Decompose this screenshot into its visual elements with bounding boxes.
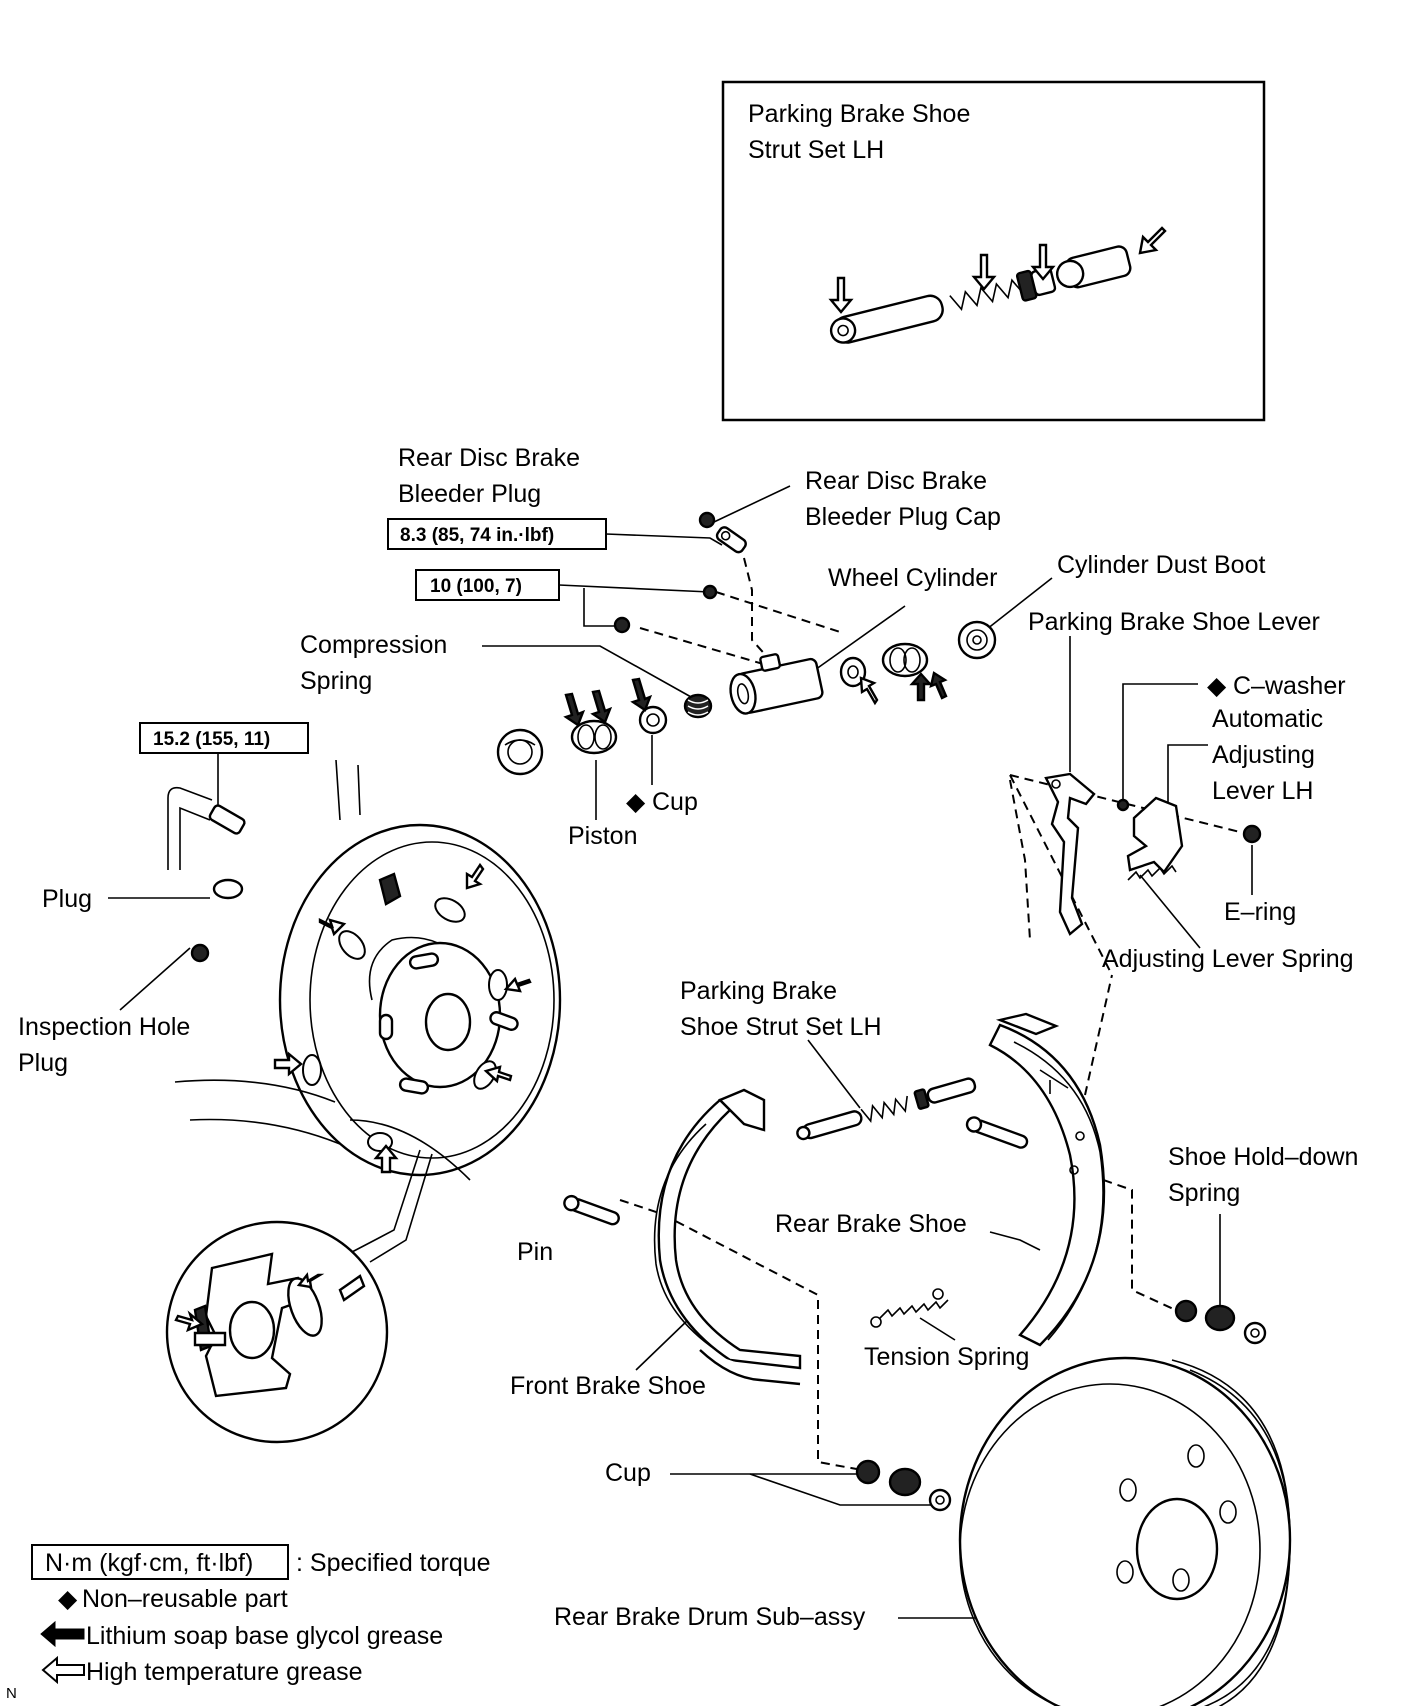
- parking-lever-assembly: [1044, 772, 1262, 936]
- shoe-holddown-label-2: Spring: [1168, 1179, 1240, 1207]
- diamond-icon: ◆: [58, 1585, 78, 1613]
- torque-box-brake-line: [415, 569, 560, 601]
- bleeder-plug-label-1: Rear Disc Brake: [398, 444, 580, 472]
- auto-adjust-label-2: Adjusting: [1212, 741, 1315, 769]
- inset-strut-drawing: [829, 245, 1132, 344]
- brake-tube: [167, 786, 246, 870]
- cylinder-dust-boot-label: Cylinder Dust Boot: [1057, 551, 1265, 579]
- backing-plate-assembly: [165, 759, 562, 1444]
- tension-spring-part: [870, 1288, 949, 1328]
- legend-high-temp-grease: High temperature grease: [86, 1658, 363, 1686]
- rear-brake-drum-part: [958, 1356, 1292, 1706]
- strut-set-label-1: Parking Brake: [680, 977, 837, 1005]
- adjusting-lever-spring-label: Adjusting Lever Spring: [1102, 945, 1354, 973]
- c-washer-part: [1116, 798, 1130, 812]
- cup-top-diamond: ◆: [626, 788, 646, 816]
- strut-set-inset: Parking Brake Shoe Strut Set LH: [721, 80, 1266, 422]
- inspection-hole-label-2: Plug: [18, 1049, 68, 1077]
- piston-left: [570, 719, 618, 755]
- front-brake-shoe-part: [653, 1088, 802, 1386]
- inset-frame: [721, 80, 1266, 422]
- brake-line-nut-2: [613, 616, 631, 634]
- inspection-hole-label-1: Inspection Hole: [18, 1013, 190, 1041]
- bleeder-plug-cap-part: [698, 511, 716, 529]
- rear-shoe-pin-part: [965, 1116, 1029, 1149]
- plug-label: Plug: [42, 885, 92, 913]
- torque-box-tube-union: [139, 722, 309, 754]
- compression-spring-label-2: Spring: [300, 667, 372, 695]
- wheel-cylinder-assembly: [496, 511, 997, 776]
- legend-torque-desc: : Specified torque: [296, 1549, 491, 1577]
- inset-title-line2: Strut Set LH: [748, 136, 884, 164]
- e-ring-part: [1242, 824, 1262, 844]
- holddown-right: [1174, 1299, 1267, 1345]
- shoe-holddown-label-1: Shoe Hold–down: [1168, 1143, 1358, 1171]
- plug-part: [212, 878, 244, 900]
- backing-plate-arrows: [273, 862, 532, 1174]
- compression-spring-part: [683, 693, 713, 719]
- solid-arrow-icon: [40, 1620, 85, 1648]
- cup-right: [839, 656, 867, 688]
- cup-left: [638, 705, 668, 735]
- hollow-arrow-icon: [41, 1655, 85, 1685]
- torque-tube-union: 15.2 (155, 11): [153, 729, 270, 750]
- front-shoe-pin-part: [563, 1194, 620, 1226]
- bleeder-plug-label-2: Bleeder Plug: [398, 480, 541, 508]
- parking-brake-shoe-lever-part: [1044, 772, 1096, 936]
- torque-box-bleeder: [387, 518, 607, 550]
- holddown-left: [855, 1459, 952, 1512]
- inset-title-line1: Parking Brake Shoe: [748, 100, 970, 128]
- rear-brake-shoe-label: Rear Brake Shoe: [775, 1210, 967, 1238]
- rear-brake-drum-label: Rear Brake Drum Sub–assy: [554, 1603, 866, 1631]
- auto-adjust-lever-part: [1126, 796, 1184, 874]
- legend-non-reusable: Non–reusable part: [82, 1585, 288, 1613]
- cup-bottom-label: Cup: [605, 1459, 651, 1487]
- legend-lithium-grease: Lithium soap base glycol grease: [86, 1622, 443, 1650]
- auto-adjust-label-1: Automatic: [1212, 705, 1323, 733]
- torque-bleeder-plug: 8.3 (85, 74 in.·lbf): [400, 525, 554, 546]
- dust-boot-left: [496, 728, 544, 776]
- inspection-hole-plug-part: [190, 943, 210, 963]
- tension-spring-label: Tension Spring: [864, 1343, 1029, 1371]
- corner-mark: N: [6, 1685, 17, 1702]
- rear-brake-shoe-part: [988, 1012, 1106, 1347]
- cylinder-grease-arrows: [563, 671, 948, 727]
- dust-boot-right: [957, 620, 997, 660]
- plate-grease-pads: [302, 897, 508, 1152]
- adjusting-lever-spring-part: [1127, 864, 1177, 881]
- brake-shoes-assembly: [563, 1012, 1267, 1512]
- legend-torque-unit: N·m (kgf·cm, ft·lbf): [45, 1549, 253, 1577]
- piston-right: [881, 642, 929, 678]
- bleeder-cap-label-2: Bleeder Plug Cap: [805, 503, 1001, 531]
- bleeder-plug-part: [715, 526, 747, 554]
- torque-brake-line: 10 (100, 7): [430, 576, 522, 597]
- backing-plate: [174, 759, 562, 1181]
- c-washer-diamond: ◆: [1207, 672, 1227, 700]
- wheel-cylinder-label: Wheel Cylinder: [828, 564, 998, 592]
- e-ring-label: E–ring: [1224, 898, 1296, 926]
- strut-set-part: [796, 1077, 977, 1141]
- legend: N·m (kgf·cm, ft·lbf) : Specified torque …: [6, 1544, 491, 1702]
- inset-grease-arrows: [828, 226, 1167, 314]
- detail-magnifier: [165, 1149, 433, 1444]
- legend-torque-box: [31, 1544, 289, 1580]
- brake-line-nut-1: [702, 584, 718, 600]
- cup-top-label: Cup: [652, 788, 698, 816]
- wheel-cylinder-body: [729, 653, 824, 715]
- c-washer-label: C–washer: [1233, 672, 1346, 700]
- auto-adjust-label-3: Lever LH: [1212, 777, 1313, 805]
- parking-brake-shoe-lever-label: Parking Brake Shoe Lever: [1028, 608, 1320, 636]
- pin-label: Pin: [517, 1238, 553, 1266]
- compression-spring-label-1: Compression: [300, 631, 447, 659]
- piston-label: Piston: [568, 822, 637, 850]
- front-brake-shoe-label: Front Brake Shoe: [510, 1372, 706, 1400]
- strut-set-label-2: Shoe Strut Set LH: [680, 1013, 882, 1041]
- bleeder-cap-label-1: Rear Disc Brake: [805, 467, 987, 495]
